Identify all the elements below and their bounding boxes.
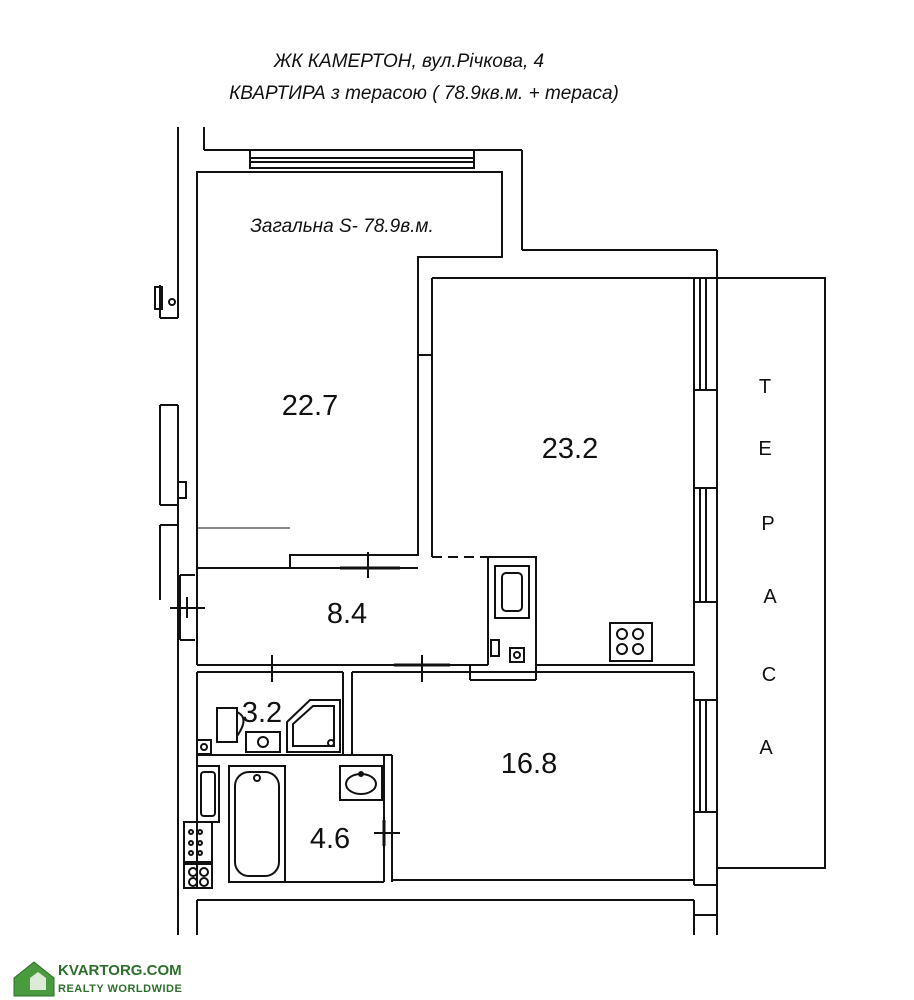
- terrace-letter: А: [763, 586, 777, 608]
- terrace-letter: Р: [761, 513, 774, 535]
- terrace-letter: Е: [758, 438, 771, 460]
- terrace-letter: Т: [759, 376, 771, 398]
- room-area-4-6: 4.6: [310, 823, 350, 855]
- total-area-label: Загальна S- 78.9в.м.: [250, 216, 434, 237]
- room-area-3-2: 3.2: [242, 697, 282, 729]
- room-area-22-7: 22.7: [282, 390, 338, 422]
- header-line-1: ЖК КАМЕРТОН, вул.Річкова, 4: [273, 51, 544, 72]
- terrace-letter: С: [762, 664, 776, 686]
- header-line-2: КВАРТИРА з терасою ( 78.9кв.м. + тераса): [229, 83, 619, 104]
- terrace-letter: А: [759, 737, 773, 759]
- watermark-logo-icon: [13, 961, 55, 997]
- watermark-tagline: REALTY WORLDWIDE: [58, 983, 182, 995]
- watermark-brand: KVARTORG.COM: [58, 962, 182, 979]
- room-outline-a: [196, 171, 503, 569]
- room-area-16-8: 16.8: [501, 748, 557, 780]
- terrace-outline: [716, 277, 826, 869]
- room-area-8-4: 8.4: [327, 598, 367, 630]
- room-area-23-2: 23.2: [542, 433, 598, 465]
